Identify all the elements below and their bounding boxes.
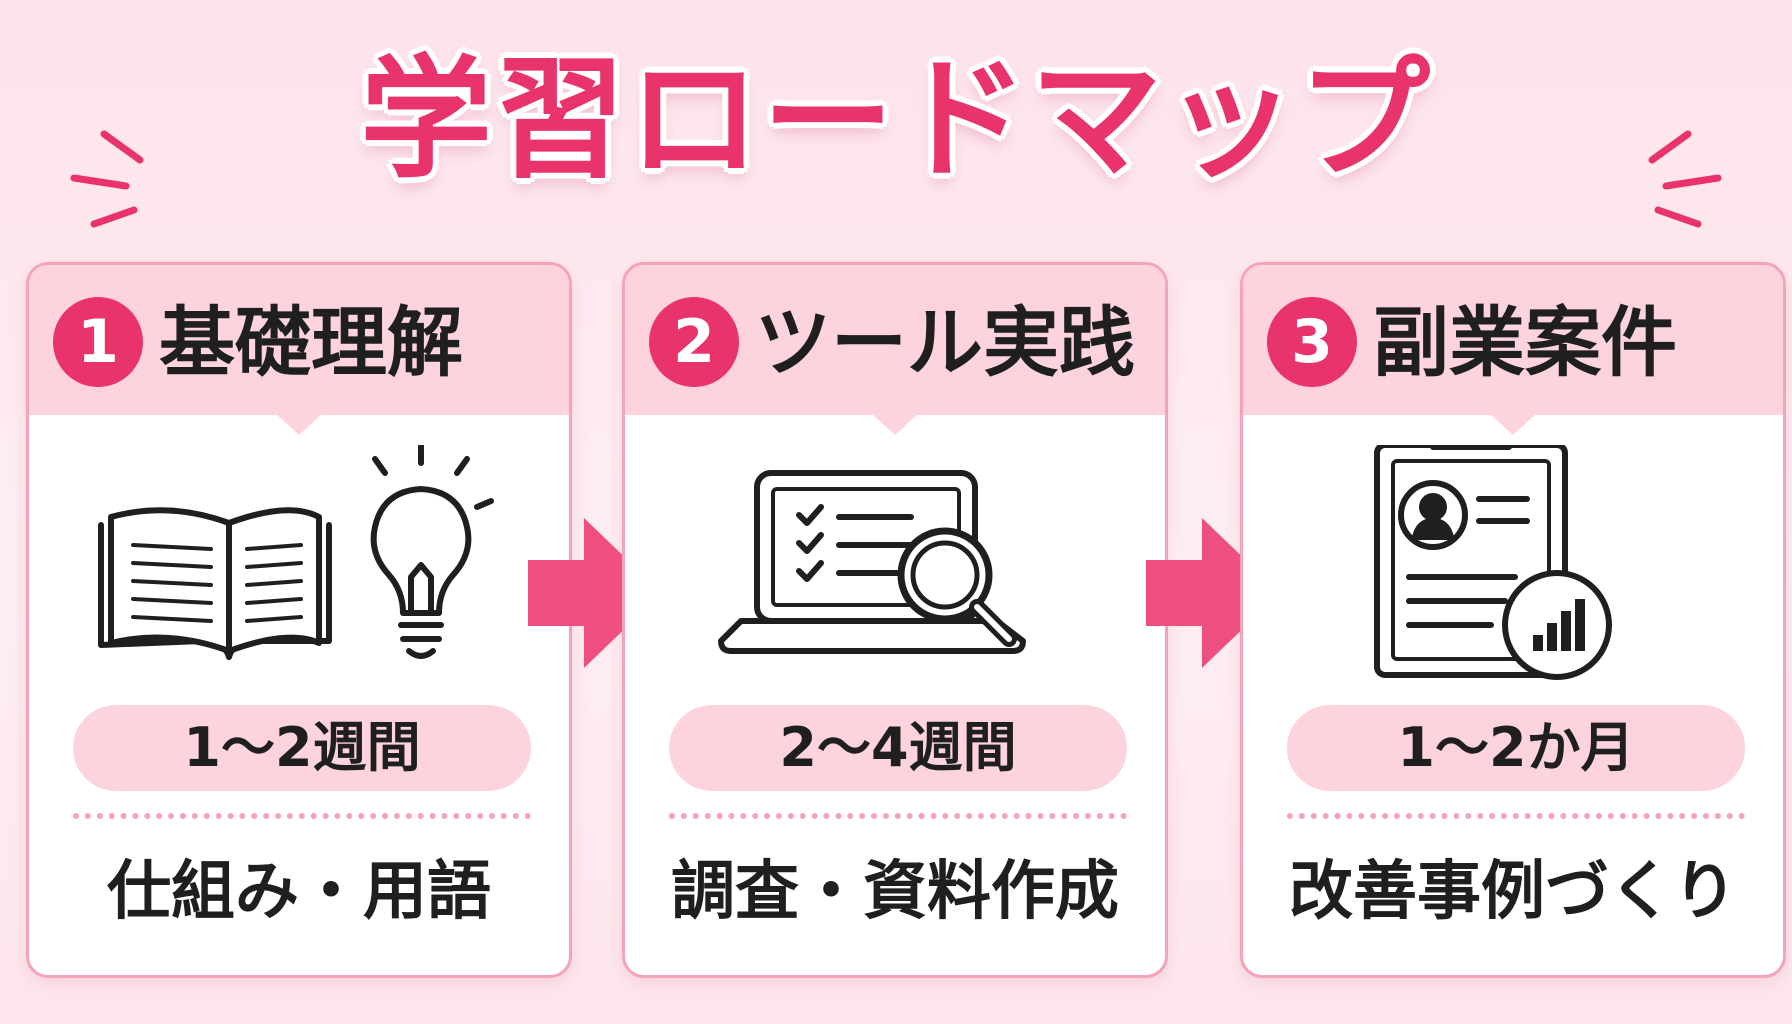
- step-number-badge: 3: [1267, 297, 1357, 387]
- step-description: 仕組み・用語: [107, 855, 491, 929]
- step-card-1: 1 基礎理解: [26, 262, 572, 978]
- burst-lines-left-icon: [70, 130, 144, 228]
- magnifier-icon: [897, 527, 1017, 647]
- duration-pill: 1～2か月: [1287, 705, 1745, 791]
- dotted-divider: [1287, 813, 1745, 819]
- book-icon: [98, 507, 332, 660]
- duration-pill: 1～2週間: [73, 705, 531, 791]
- step-title: 基礎理解: [159, 298, 463, 387]
- bar-chart-icon: [1502, 570, 1612, 680]
- step-number-badge: 1: [53, 297, 143, 387]
- lightbulb-icon: [370, 445, 494, 659]
- step-card-3: 3 副業案件: [1240, 262, 1786, 978]
- step-card-2: 2 ツール実践 2～4週間 調査・資料作: [622, 262, 1168, 978]
- laptop-checklist-icon: [718, 470, 1026, 654]
- burst-lines-right-icon: [1648, 130, 1722, 228]
- step-title: ツール実践: [755, 298, 1135, 387]
- dotted-divider: [669, 813, 1127, 819]
- title-area: 学習ロードマップ: [0, 20, 1792, 220]
- header-pointer: [1489, 413, 1537, 435]
- step-description: 改善事例づくり: [1289, 855, 1737, 929]
- arrow-right-icon: [528, 518, 662, 668]
- header-pointer: [275, 413, 323, 435]
- dotted-divider: [73, 813, 531, 819]
- step-number-badge: 2: [649, 297, 739, 387]
- duration-pill: 2～4週間: [669, 705, 1127, 791]
- step-description: 調査・資料作成: [671, 855, 1119, 929]
- step-title: 副業案件: [1373, 298, 1677, 387]
- arrow-right-icon: [1146, 518, 1280, 668]
- clipboard-profile-icon: [1374, 445, 1568, 678]
- page-title: 学習ロードマップ: [360, 43, 1432, 197]
- header-pointer: [871, 413, 919, 435]
